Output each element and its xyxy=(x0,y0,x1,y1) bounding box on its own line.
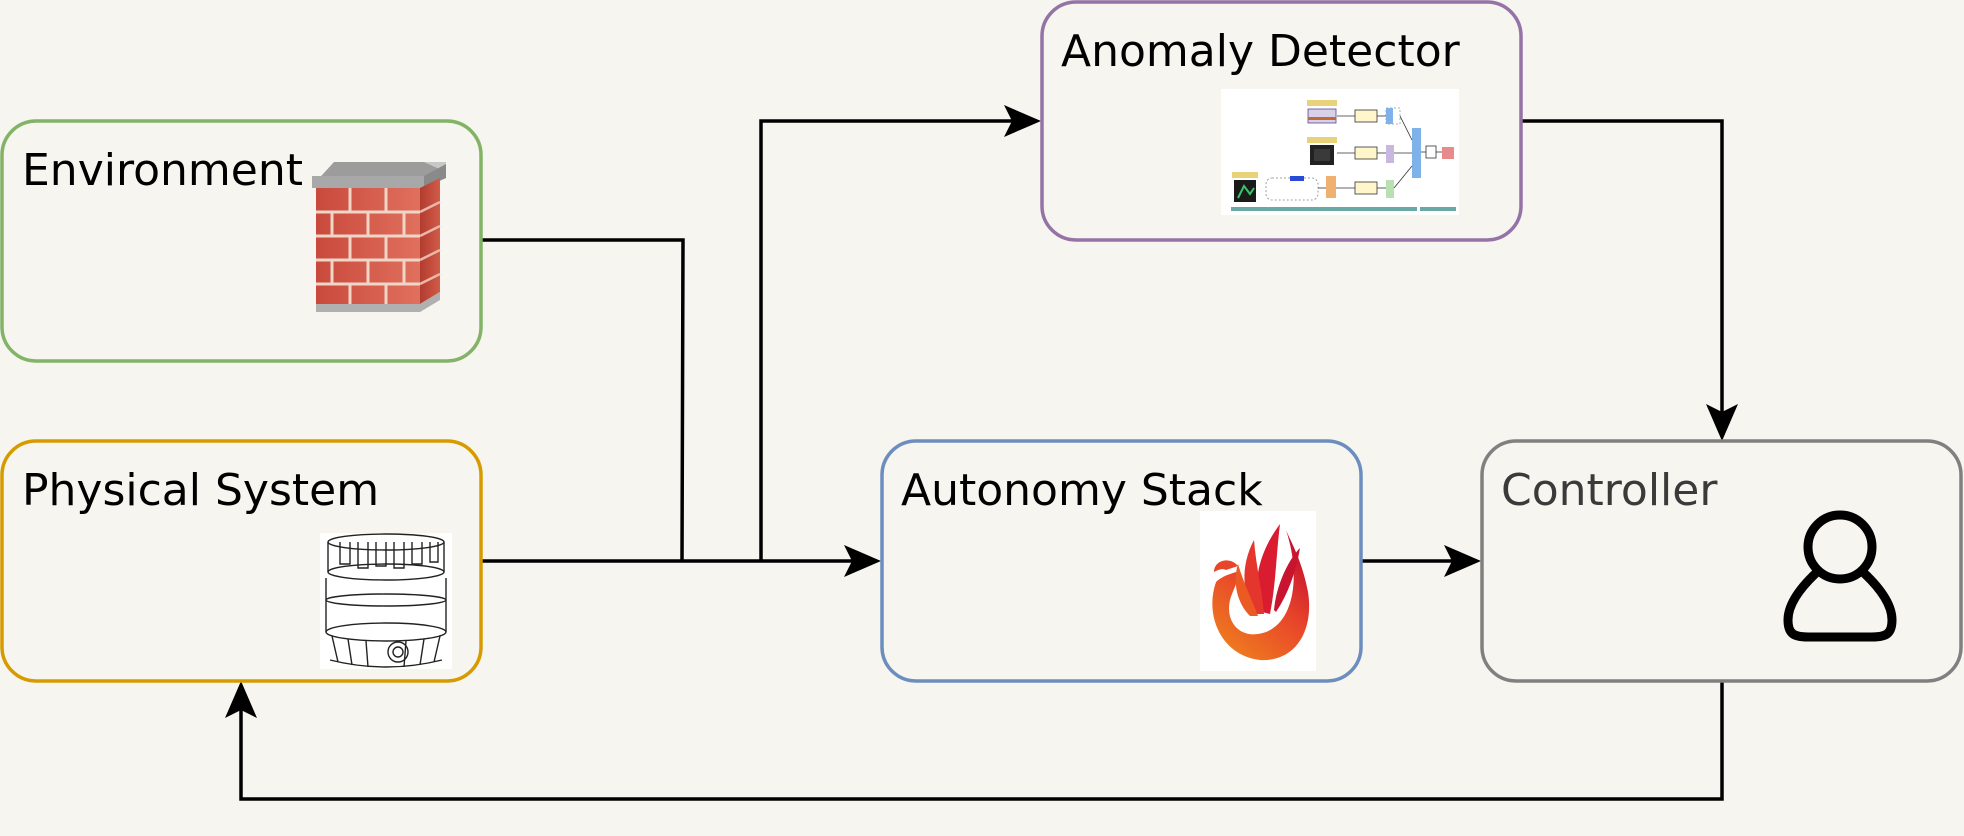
arrowhead-controller-top xyxy=(1706,404,1738,441)
architecture-diagram-thumbnail xyxy=(1221,89,1459,215)
arrowhead-controller-left xyxy=(1444,545,1481,577)
phoenix-logo-icon xyxy=(1200,511,1316,671)
arrowhead-physical-bottom xyxy=(225,681,257,718)
edge-environment-to-autonomy xyxy=(482,238,685,561)
anomaly-detector-label: Anomaly Detector xyxy=(1061,26,1461,77)
edge-anomaly-to-controller xyxy=(1521,119,1724,422)
node-controller: Controller xyxy=(1480,439,1963,683)
edge-controller-to-physical xyxy=(239,681,1724,801)
edge-physical-to-anomaly xyxy=(759,119,1022,561)
environment-label: Environment xyxy=(22,145,303,196)
node-physical-system: Physical System xyxy=(0,439,483,683)
autonomy-stack-label: Autonomy Stack xyxy=(901,465,1263,516)
controller-label: Controller xyxy=(1501,465,1718,516)
arrowhead-anomaly-input xyxy=(1004,105,1041,137)
physical-system-label: Physical System xyxy=(22,465,379,516)
controller-box xyxy=(1480,439,1963,683)
node-anomaly-detector: Anomaly Detector xyxy=(1040,0,1523,242)
arrowhead-autonomy-input xyxy=(844,545,881,577)
node-environment: Environment xyxy=(0,119,483,363)
edges xyxy=(225,105,1738,801)
user-icon xyxy=(1783,510,1897,642)
brick-wall-icon xyxy=(312,162,446,312)
node-autonomy-stack: Autonomy Stack xyxy=(880,439,1363,683)
lidar-sensor-icon xyxy=(320,533,452,669)
